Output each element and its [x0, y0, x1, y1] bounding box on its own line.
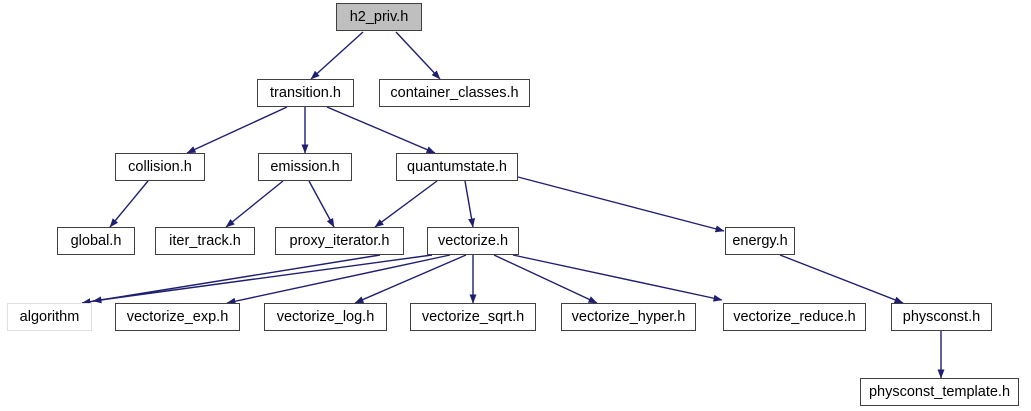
edge-vectorize-to-vectorize_log: [354, 254, 467, 304]
edge-collision-to-global: [109, 180, 149, 228]
node-vectorize_log[interactable]: vectorize_log.h: [264, 303, 387, 331]
node-transition[interactable]: transition.h: [257, 79, 354, 107]
node-energy[interactable]: energy.h: [725, 227, 795, 255]
edge-vectorize-to-algorithm: [92, 254, 433, 304]
node-proxy_iterator[interactable]: proxy_iterator.h: [275, 227, 404, 255]
node-algorithm[interactable]: algorithm: [7, 303, 92, 331]
node-container_classes[interactable]: container_classes.h: [379, 79, 530, 107]
edge-vectorize-to-vectorize_reduce: [512, 254, 723, 302]
node-collision[interactable]: collision.h: [115, 153, 205, 181]
edge-h2_priv-to-container_classes: [395, 31, 441, 80]
node-global[interactable]: global.h: [57, 227, 135, 255]
edge-emission-to-iter_track: [225, 180, 284, 228]
node-vectorize[interactable]: vectorize.h: [427, 227, 519, 255]
node-physconst_template[interactable]: physconst_template.h: [860, 378, 1019, 406]
node-vectorize_sqrt[interactable]: vectorize_sqrt.h: [410, 303, 536, 331]
edge-quantumstate-to-proxy_iterator: [374, 180, 438, 228]
edge-quantumstate-to-vectorize: [464, 180, 475, 228]
node-vectorize_exp[interactable]: vectorize_exp.h: [115, 303, 240, 331]
edge-vectorize-to-vectorize_exp: [226, 254, 451, 305]
edge-h2_priv-to-transition: [310, 31, 364, 80]
node-quantumstate[interactable]: quantumstate.h: [396, 153, 518, 181]
edge-quantumstate-to-energy: [517, 176, 725, 233]
edge-emission-to-proxy_iterator: [308, 180, 335, 228]
edge-vectorize-to-vectorize_hyper: [493, 254, 598, 304]
edge-energy-to-physconst: [779, 254, 904, 304]
edge-transition-to-collision: [186, 106, 288, 154]
node-vectorize_hyper[interactable]: vectorize_hyper.h: [561, 303, 696, 331]
node-physconst[interactable]: physconst.h: [891, 303, 992, 331]
edge-proxy_iterator-to-algorithm: [81, 254, 381, 306]
node-iter_track[interactable]: iter_track.h: [155, 227, 255, 255]
node-h2_priv[interactable]: h2_priv.h: [336, 3, 422, 31]
node-emission[interactable]: emission.h: [258, 153, 352, 181]
edge-transition-to-quantumstate: [326, 106, 436, 154]
node-vectorize_reduce[interactable]: vectorize_reduce.h: [723, 303, 866, 331]
